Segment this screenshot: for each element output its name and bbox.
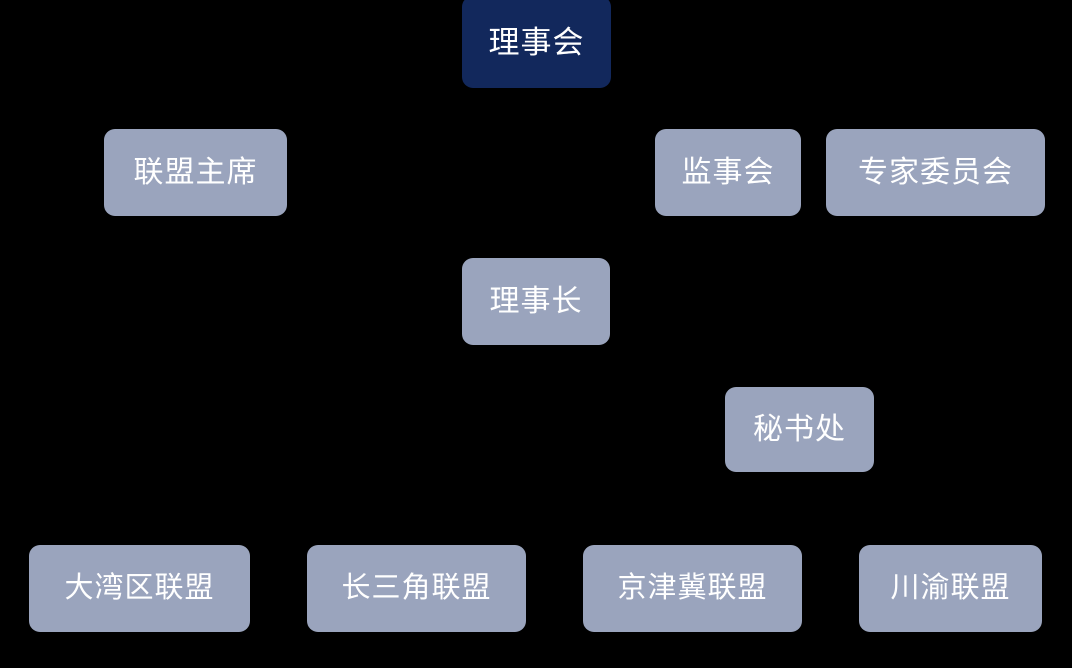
node-chairman-of-board[interactable]: 理事长 [462, 258, 610, 345]
node-board-of-directors[interactable]: 理事会 [462, 0, 611, 88]
node-greater-bay-area-alliance[interactable]: 大湾区联盟 [29, 545, 250, 632]
node-chuanyu-alliance[interactable]: 川渝联盟 [859, 545, 1042, 632]
node-label-chuanyu-alliance: 川渝联盟 [890, 572, 1011, 604]
node-label-yangtze-delta-alliance: 长三角联盟 [341, 572, 492, 604]
node-label-expert-committee: 专家委员会 [858, 155, 1013, 189]
node-label-secretariat: 秘书处 [753, 412, 846, 446]
node-expert-committee[interactable]: 专家委员会 [826, 129, 1045, 216]
node-label-board-of-directors: 理事会 [488, 24, 585, 60]
node-label-greater-bay-area-alliance: 大湾区联盟 [64, 572, 215, 604]
node-label-chairman-of-board: 理事长 [489, 284, 583, 318]
node-secretariat[interactable]: 秘书处 [725, 387, 874, 472]
node-board-of-supervisors[interactable]: 监事会 [655, 129, 801, 216]
node-alliance-chairman[interactable]: 联盟主席 [104, 129, 287, 216]
node-label-beijing-tianjin-hebei-alliance: 京津冀联盟 [617, 572, 768, 604]
node-label-board-of-supervisors: 监事会 [681, 155, 775, 189]
node-beijing-tianjin-hebei-alliance[interactable]: 京津冀联盟 [583, 545, 802, 632]
node-yangtze-delta-alliance[interactable]: 长三角联盟 [307, 545, 526, 632]
node-label-alliance-chairman: 联盟主席 [133, 155, 258, 189]
